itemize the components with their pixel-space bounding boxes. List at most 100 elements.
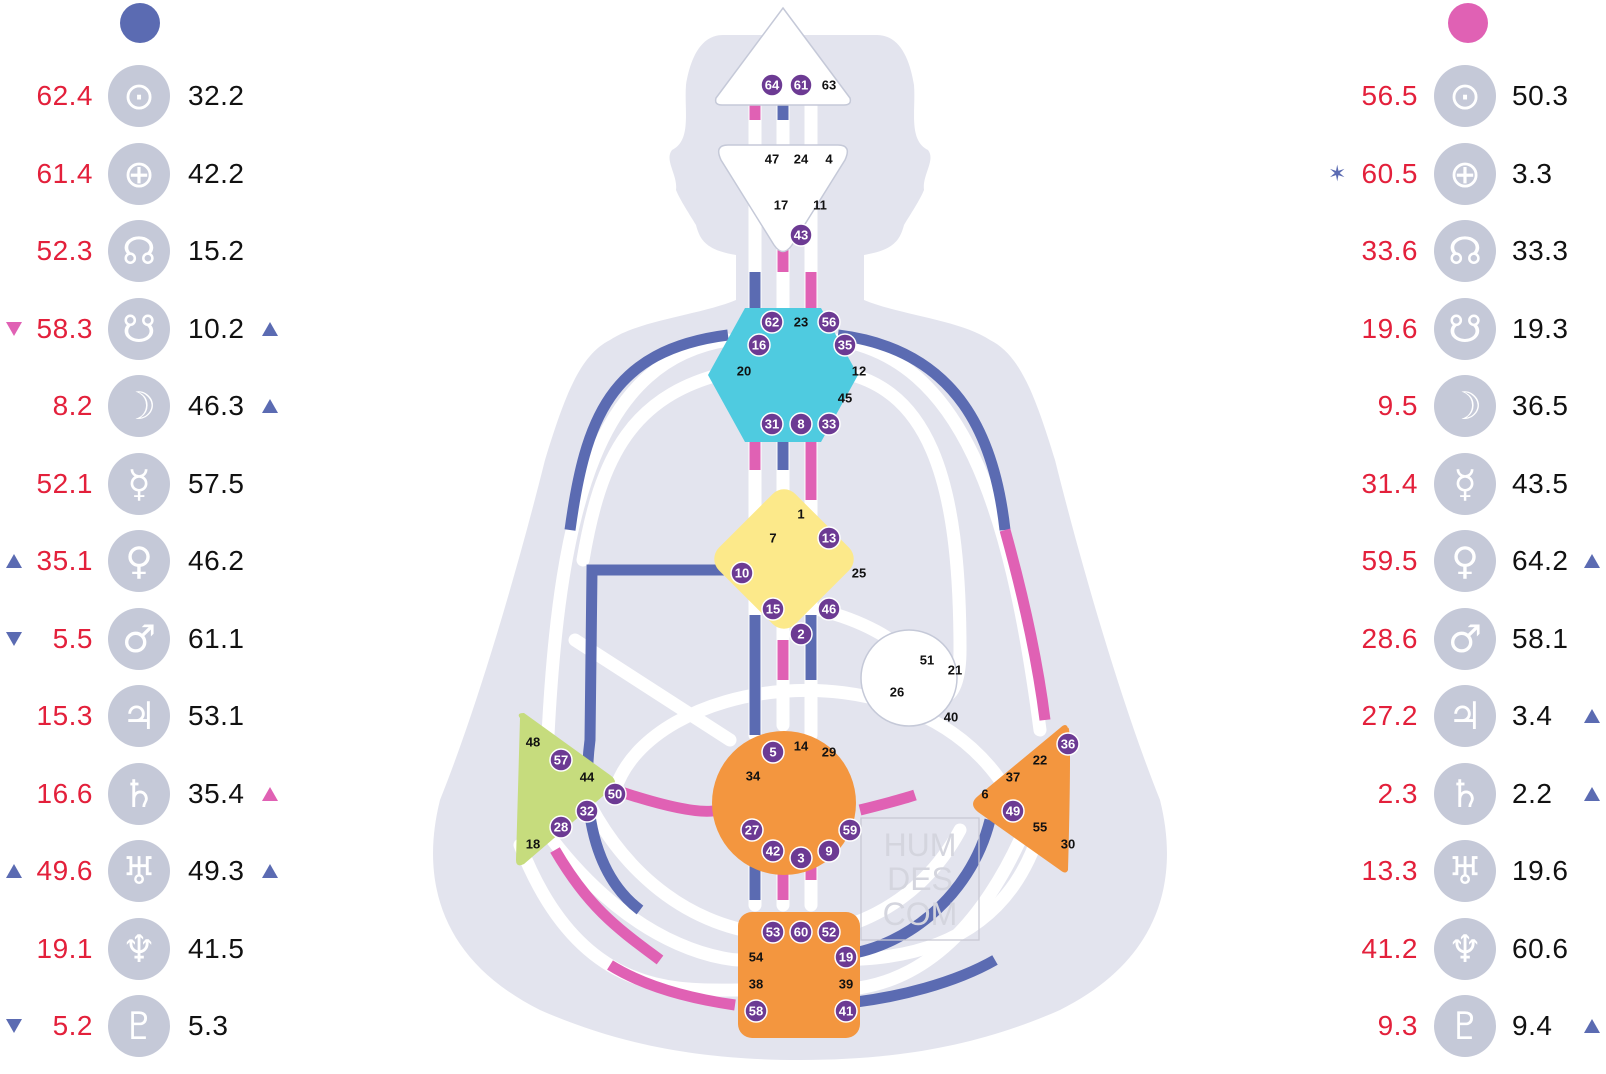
planet-row: 19.1♆41.5 [0, 916, 1606, 982]
gate-number: 39 [839, 977, 853, 992]
gate-number: 21 [948, 663, 962, 678]
planet-glyph: ⊙ [1449, 74, 1481, 118]
gate-number: 9 [825, 844, 832, 859]
gate-number: 47 [765, 152, 779, 167]
gate-number: 14 [794, 739, 809, 754]
gate-number: 56 [822, 315, 836, 330]
triangle-up-icon [1584, 1019, 1600, 1033]
triangle-up-icon [1584, 786, 1600, 801]
triangle-up-icon [262, 786, 278, 801]
planet-row: 60.5⊕3.3✶ [0, 141, 1606, 207]
gate-badge [789, 622, 813, 646]
design-value: 5.2 [52, 1010, 93, 1041]
design-value: 61.4 [36, 157, 93, 189]
personality-value: 2.2 [1512, 777, 1553, 809]
venus-icon: ♀ [108, 530, 170, 592]
personality-value: 60.6 [1512, 932, 1569, 964]
planet-row: 5.5♂61.1 [0, 606, 1606, 672]
planet-glyph: ⊕ [123, 151, 155, 196]
planet-row: 49.6♅49.3 [0, 838, 1606, 904]
gate-badge [761, 839, 785, 863]
planet-glyph: ♂ [1447, 616, 1483, 661]
personality-value: 9.4 [1512, 1010, 1553, 1041]
gate-number: 36 [1061, 737, 1075, 752]
gate-number: 17 [774, 198, 788, 213]
personality-value: 19.3 [1512, 312, 1569, 344]
planet-glyph: ⊙ [123, 74, 155, 118]
planet-row: 33.6☊33.3 [0, 218, 1606, 284]
mercury-icon: ☿ [1434, 452, 1496, 515]
neptune-icon: ♆ [108, 917, 170, 980]
personality-value: 5.3 [188, 1010, 229, 1041]
gate-number: 64 [765, 78, 780, 93]
watermark-line: DES [887, 861, 953, 897]
gate-number: 7 [769, 531, 776, 546]
planet-glyph: ♃ [1447, 694, 1483, 738]
planet-row: 27.2♃3.4 [0, 683, 1606, 749]
design-value: 19.6 [1361, 312, 1418, 344]
planet-glyph: ☿ [127, 461, 151, 506]
planet-row: 16.6♄35.4 [0, 761, 1606, 827]
gate-number: 41 [839, 1004, 853, 1019]
planet-glyph: ☽ [121, 384, 157, 428]
triangle-up-icon [262, 399, 278, 413]
uranus-icon: ♅ [1434, 840, 1496, 902]
planet-row: 41.2♆60.6 [0, 916, 1606, 982]
planet-row: 58.3☋10.2 [0, 296, 1606, 362]
gate-number: 16 [752, 338, 766, 353]
gate-badge [834, 945, 858, 969]
planet-row: 56.5⊙50.3 [0, 63, 1606, 129]
gate-number: 18 [526, 837, 540, 852]
planet-row: 35.1♀46.2 [0, 528, 1606, 594]
planet-glyph: ♃ [121, 694, 157, 738]
gate-number: 4 [825, 152, 833, 167]
saturn-icon: ♄ [108, 762, 170, 825]
planet-glyph: ♄ [1447, 771, 1483, 816]
triangle-down-icon [6, 631, 22, 646]
watermark-text: HUM DES COM [883, 827, 958, 932]
gate-number: 1 [797, 507, 804, 522]
planet-glyph: ♆ [1447, 926, 1483, 971]
planet-glyph: ☋ [122, 306, 156, 351]
gate-number: 25 [852, 566, 866, 581]
gate-number: 3 [797, 851, 804, 866]
gate-number: 26 [890, 685, 904, 700]
mars-icon: ♂ [1434, 607, 1496, 670]
planet-row: 8.2☽46.3 [0, 373, 1606, 439]
gate-badge [789, 223, 813, 247]
personality-value: 3.3 [1512, 157, 1553, 189]
personality-value: 61.1 [188, 622, 245, 654]
gate-number: 24 [794, 152, 809, 167]
gate-badge [744, 999, 768, 1023]
personality-value: 58.1 [1512, 622, 1569, 654]
gate-badge [1001, 799, 1025, 823]
gate-number: 62 [765, 315, 779, 330]
gate-number: 6 [981, 787, 988, 802]
gate-number: 54 [749, 950, 764, 965]
design-value: 28.6 [1361, 622, 1418, 654]
design-column-dot [120, 3, 160, 43]
throat-center [708, 308, 858, 442]
planet-glyph: ☋ [1448, 306, 1482, 351]
earth-icon: ⊕ [108, 142, 170, 205]
planet-row: 5.2♇5.3 [0, 993, 1606, 1059]
personality-value: 36.5 [1512, 390, 1569, 421]
gate-number: 13 [822, 531, 836, 546]
uranus-icon: ♅ [108, 840, 170, 902]
planet-row: 59.5♀64.2 [0, 528, 1606, 594]
personality-value: 57.5 [188, 467, 245, 499]
triangle-up-icon [6, 864, 22, 878]
gate-number: 29 [822, 745, 836, 760]
design-value: 2.3 [1377, 777, 1418, 809]
gate-number: 59 [843, 823, 857, 838]
gate-number: 35 [838, 338, 852, 353]
gate-badge [1056, 732, 1080, 756]
personality-value: 46.3 [188, 390, 245, 421]
watermark-line: HUM [884, 827, 957, 863]
gate-badge [833, 333, 857, 357]
neptune-icon: ♆ [1434, 917, 1496, 980]
gate-number: 53 [766, 925, 780, 940]
personality-value: 46.2 [188, 545, 245, 576]
planet-glyph: ☿ [1453, 461, 1477, 506]
gate-number: 37 [1006, 770, 1020, 785]
